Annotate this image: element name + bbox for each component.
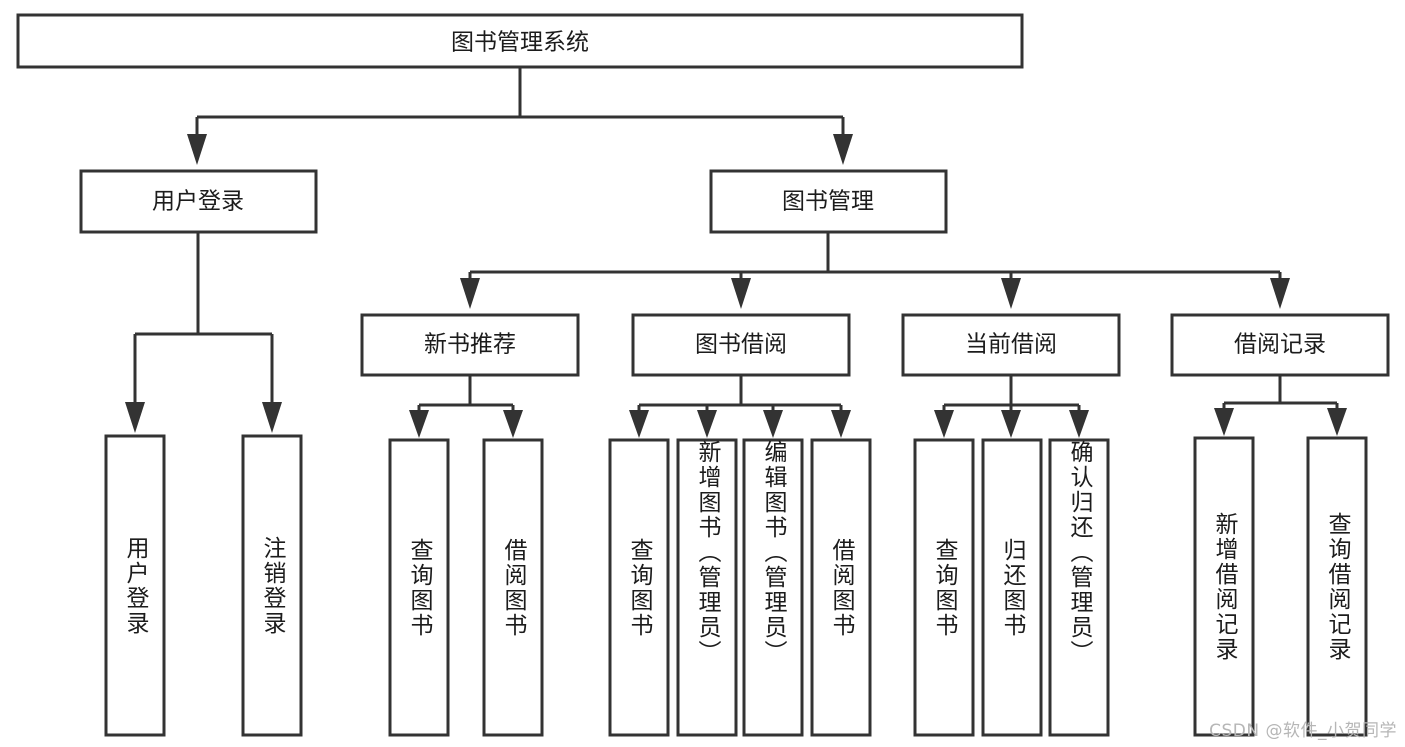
arrow-head-icon: [262, 402, 282, 433]
current-borrow-label: 当前借阅: [965, 332, 1057, 358]
connector-book-manage-to-level3: [460, 232, 1290, 309]
leaf-box-book-borrow-1[interactable]: [676, 438, 738, 737]
csdn-watermark: CSDN @软件_小贺同学: [1209, 721, 1397, 741]
node-book-manage[interactable]: 图书管理: [709, 169, 948, 234]
leaf-box-user-login-0[interactable]: [104, 434, 166, 737]
new-book-rec-label: 新书推荐: [424, 332, 516, 358]
current-borrow-box[interactable]: [901, 313, 1121, 377]
leaf-box-borrow-record-0[interactable]: [1193, 436, 1255, 737]
arrow-head-icon: [187, 134, 207, 165]
book-manage-label: 图书管理: [782, 189, 874, 215]
node-root[interactable]: 图书管理系统: [16, 13, 1024, 69]
connector-borrow-record-to-leaves: [1214, 375, 1347, 436]
book-borrow-label: 图书借阅: [695, 332, 787, 358]
leaf-box-book-borrow-2[interactable]: [742, 438, 804, 737]
node-current-borrow[interactable]: 当前借阅: [901, 313, 1121, 377]
arrow-head-icon: [731, 278, 751, 309]
leaf-box-current-borrow-1[interactable]: [981, 438, 1043, 737]
connector-current-borrow-to-leaves: [934, 375, 1089, 438]
node-new-book-rec[interactable]: 新书推荐: [360, 313, 580, 377]
user-login-label: 用户登录: [152, 189, 244, 215]
node-book-borrow[interactable]: 图书借阅: [631, 313, 851, 377]
arrow-head-icon: [460, 278, 480, 309]
leaf-box-user-login-1[interactable]: [241, 434, 303, 737]
arrow-head-icon: [831, 410, 851, 438]
arrow-head-icon: [763, 410, 783, 438]
arrow-head-icon: [1069, 410, 1089, 438]
arrow-head-icon: [1214, 408, 1234, 436]
root-label: 图书管理系统: [451, 30, 589, 56]
connector-root-to-level2: [187, 67, 853, 165]
leaf-box-new-book-rec-0[interactable]: [388, 438, 450, 737]
arrow-head-icon: [1327, 408, 1347, 436]
arrow-head-icon: [934, 410, 954, 438]
arrow-head-icon: [697, 410, 717, 438]
arrow-head-icon: [125, 402, 145, 433]
leaf-box-book-borrow-3[interactable]: [810, 438, 872, 737]
arrow-head-icon: [629, 410, 649, 438]
arrow-head-icon: [833, 134, 853, 165]
arrow-head-icon: [1270, 278, 1290, 309]
borrow-record-label: 借阅记录: [1234, 332, 1326, 358]
node-borrow-record[interactable]: 借阅记录: [1170, 313, 1390, 377]
leaf-box-new-book-rec-1[interactable]: [482, 438, 544, 737]
connector-new-book-rec-to-leaves: [409, 375, 523, 438]
connector-book-borrow-to-leaves: [629, 375, 851, 438]
arrow-head-icon: [503, 410, 523, 438]
new-book-rec-box[interactable]: [360, 313, 580, 377]
arrow-head-icon: [409, 410, 429, 438]
leaf-box-current-borrow-2[interactable]: [1048, 438, 1110, 737]
arrow-head-icon: [1001, 410, 1021, 438]
arrow-head-icon: [1001, 278, 1021, 309]
node-user-login[interactable]: 用户登录: [79, 169, 318, 234]
leaf-box-current-borrow-0[interactable]: [913, 438, 975, 737]
connector-user-login-to-leaves: [125, 232, 282, 433]
leaf-box-book-borrow-0[interactable]: [608, 438, 670, 737]
root-box[interactable]: [16, 13, 1024, 69]
user-login-box[interactable]: [79, 169, 318, 234]
leaf-box-borrow-record-1[interactable]: [1306, 436, 1368, 737]
